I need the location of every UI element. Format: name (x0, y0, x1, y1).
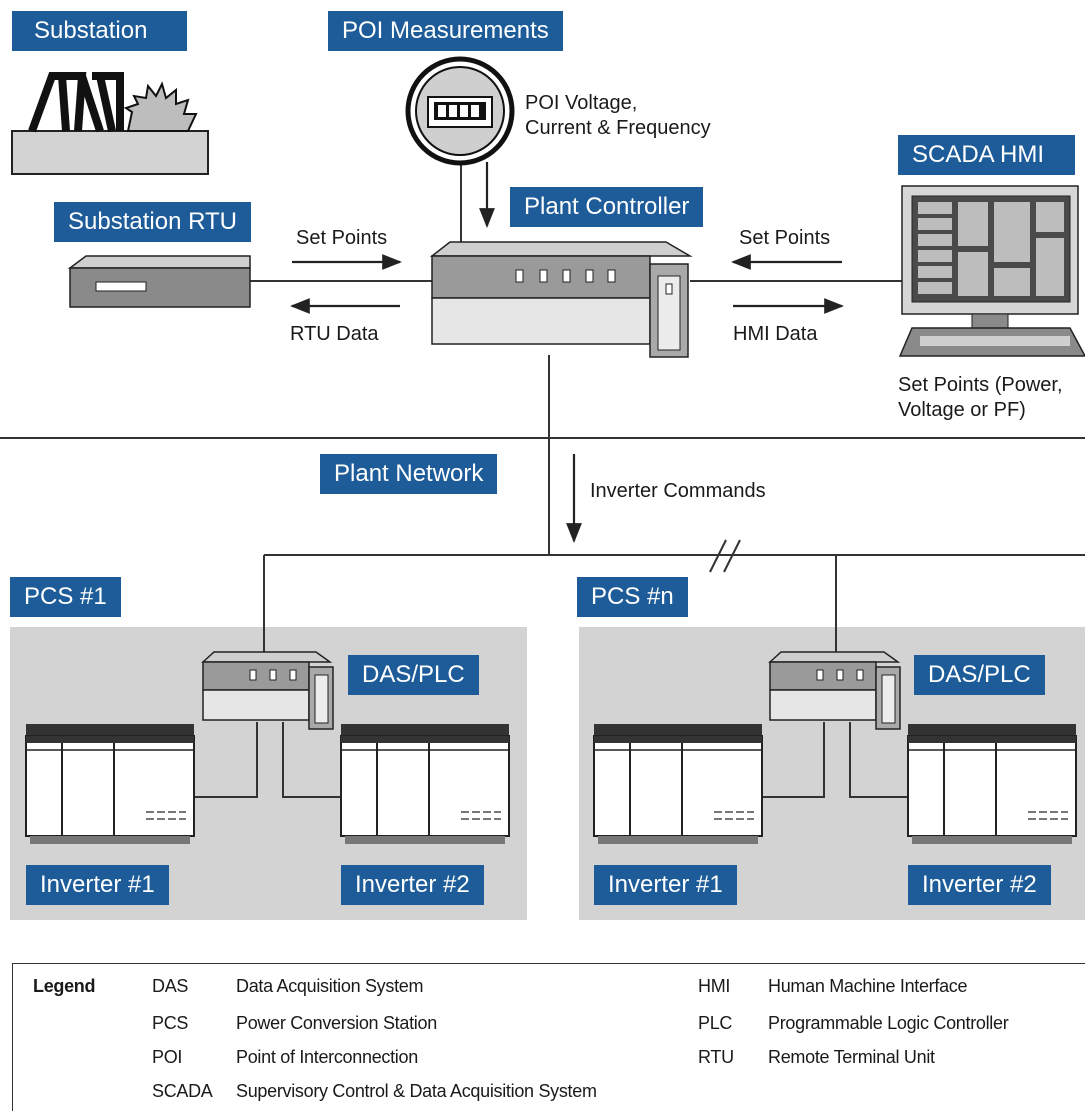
scada-hmi-tag: SCADA HMI (898, 135, 1075, 175)
pcs-1-inverter-cable-2 (282, 722, 343, 798)
legend-full-hmi: Human Machine Interface (768, 976, 968, 996)
legend-full-poi: Point of Interconnection (236, 1047, 418, 1067)
bus-break-mark (709, 539, 741, 573)
substation-icon (11, 72, 209, 175)
legend-full-pcs: Power Conversion Station (236, 1013, 437, 1033)
legend-abbr-pcs: PCS (152, 1013, 189, 1033)
hmi-set-points-voltage-label: Voltage or PF) (898, 399, 1026, 421)
legend-abbr-hmi: HMI (698, 976, 731, 996)
poi-meter-icon (405, 56, 515, 166)
pcs-1-inverter-1-cabinet (25, 724, 195, 844)
legend-abbr-poi: POI (152, 1047, 183, 1067)
substation-rtu-tag: Substation RTU (54, 202, 251, 242)
poi-measurements-tag: POI Measurements (328, 11, 563, 51)
scada-hmi-computer-icon (898, 185, 1085, 357)
legend-full-rtu: Remote Terminal Unit (768, 1047, 935, 1067)
pcs-n-inverter-2-cabinet (907, 724, 1077, 844)
plant-controller-tag: Plant Controller (510, 187, 704, 227)
rtu-set-points-label: Set Points (296, 227, 388, 249)
legend-full-plc: Programmable Logic Controller (768, 1013, 1009, 1033)
pcs-n-inverter-1-cabinet (593, 724, 763, 844)
pcs-1-inverter-2-tag: Inverter #2 (341, 865, 484, 905)
poi-voltage-label: POI Voltage, (525, 92, 638, 114)
hmi-set-points-power-label: Set Points (Power, (898, 374, 1063, 396)
legend-box (12, 963, 1085, 1111)
legend-abbr-das: DAS (152, 976, 189, 996)
pcs-1-inverter-2-cabinet (340, 724, 510, 844)
legend-full-das: Data Acquisition System (236, 976, 424, 996)
pcs-n-inverter-1-tag: Inverter #1 (594, 865, 737, 905)
pcs-1-inverter-1-tag: Inverter #1 (26, 865, 169, 905)
pcs-1-das-plc-device-icon (201, 651, 334, 730)
pcs-1-inverter-cable (195, 722, 258, 798)
plant-network-tag: Plant Network (320, 454, 498, 494)
legend-abbr-scada: SCADA (152, 1081, 213, 1101)
hmi-data-label: HMI Data (733, 323, 818, 345)
plant-controller-device-icon (429, 241, 693, 358)
pcs-n-das-plc-tag: DAS/PLC (914, 655, 1045, 695)
pcs-n-inverter-2-tag: Inverter #2 (908, 865, 1051, 905)
legend-title: Legend (33, 976, 96, 996)
pcs-n-inverter-cable-2 (849, 722, 908, 798)
pcs-1-das-plc-tag: DAS/PLC (348, 655, 479, 695)
substation-tag: Substation (12, 11, 187, 51)
poi-current-frequency-label: Current & Frequency (525, 117, 711, 139)
pcs-n-das-plc-device-icon (768, 651, 901, 730)
pcs-1-tag: PCS #1 (10, 577, 121, 617)
substation-rtu-device-icon (67, 255, 251, 308)
rtu-data-label: RTU Data (290, 323, 379, 345)
legend-full-scada: Supervisory Control & Data Acquisition S… (236, 1081, 597, 1101)
legend-abbr-plc: PLC (698, 1013, 733, 1033)
legend-abbr-rtu: RTU (698, 1047, 734, 1067)
hmi-set-points-label: Set Points (739, 227, 831, 249)
inverter-commands-label: Inverter Commands (590, 480, 766, 502)
inverter-cabinets (25, 724, 1077, 844)
pcs-n-inverter-cable (760, 722, 825, 798)
pcs-n-tag: PCS #n (577, 577, 688, 617)
